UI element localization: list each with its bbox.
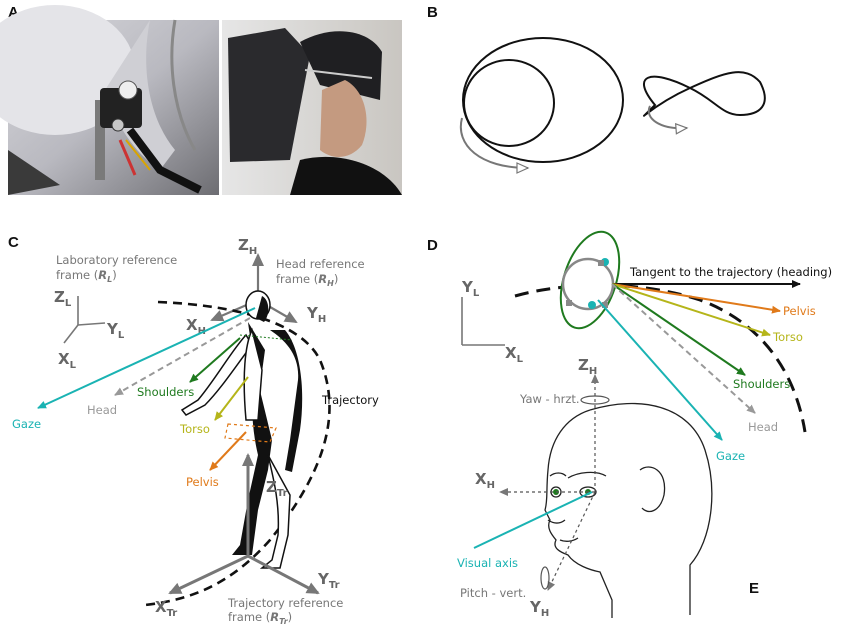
lab-frame-axes-d — [461, 297, 505, 346]
head-label-c: Head — [87, 403, 117, 417]
eight-direction-arrow — [647, 105, 689, 135]
shoulders-arrow-c — [189, 337, 241, 383]
head-arrow-d — [611, 283, 756, 414]
shoulders-label-c: Shoulders — [137, 385, 194, 399]
panel-label-b: B — [427, 4, 438, 21]
panel-label-a: A — [8, 4, 19, 21]
gaze-label-d: Gaze — [716, 449, 745, 463]
gaze-label-c: Gaze — [12, 417, 41, 431]
svg-text:frame (RH): frame (RH) — [276, 272, 338, 288]
axis-zl: ZL — [54, 288, 72, 309]
axis-yh: YH — [306, 304, 326, 325]
axis-yh-e: YH — [529, 598, 549, 619]
circle-direction-arrow — [459, 117, 530, 174]
pitch-rotation-icon — [540, 566, 550, 590]
marker-dot-2 — [598, 260, 604, 266]
gaze-arrow-d — [597, 299, 723, 441]
head-arrow-c — [114, 317, 251, 396]
svg-text:Head reference: Head reference — [276, 257, 365, 271]
photo-occlusion-goggles — [222, 20, 402, 195]
torso-arrow-c — [214, 376, 249, 421]
head-frame-label: Head reference frame (RH) — [276, 257, 365, 288]
panel-label-e: E — [749, 580, 759, 597]
trajectory-frame-axes — [168, 453, 320, 595]
lab-frame-label: Laboratory reference frame (RL) — [56, 253, 177, 284]
axis-xl-d: XL — [505, 344, 524, 365]
trajectory-figure-eight — [643, 71, 766, 117]
svg-text:frame (RL): frame (RL) — [56, 268, 117, 284]
trajectory-label: Trajectory — [321, 393, 379, 407]
marker-dot — [566, 300, 572, 306]
axis-xl: XL — [58, 350, 77, 371]
axis-ytr: YTr — [317, 570, 340, 591]
pelvis-label-d: Pelvis — [783, 304, 816, 318]
axis-yl: YL — [106, 320, 125, 341]
axis-zh-e: ZH — [578, 356, 597, 377]
pelvis-arrow-c — [209, 431, 247, 471]
pelvis-plane — [224, 423, 277, 443]
photo-eye-tracker — [0, 5, 219, 195]
axis-xh-e: XH — [475, 470, 495, 491]
shoulders-label-d: Shoulders — [733, 377, 790, 391]
visual-axis-label: Visual axis — [457, 556, 518, 570]
svg-text:Trajectory reference: Trajectory reference — [227, 596, 343, 610]
axis-ztr: ZTr — [266, 478, 288, 499]
lab-frame-axes — [63, 296, 106, 344]
axis-xh: XH — [186, 316, 206, 337]
torso-arrow-d — [611, 283, 771, 337]
yaw-label: Yaw - hrzt. — [519, 392, 580, 406]
tangent-label: Tangent to the trajectory (heading) — [629, 265, 832, 279]
axis-zh: ZH — [238, 236, 257, 257]
shoulder-line — [239, 334, 293, 341]
torso-label-c: Torso — [179, 422, 210, 436]
svg-text:frame (RTr): frame (RTr) — [228, 610, 292, 626]
panel-label-d: D — [427, 237, 438, 254]
pitch-label: Pitch - vert. — [460, 586, 526, 600]
yh-axis-e — [547, 491, 596, 591]
pelvis-label-c: Pelvis — [186, 475, 219, 489]
trajectory-frame-label: Trajectory reference frame (RTr) — [227, 596, 343, 626]
svg-text:Laboratory reference: Laboratory reference — [56, 253, 177, 267]
visual-axis-line — [473, 491, 593, 549]
head-profile-drawing — [544, 402, 713, 618]
head-label-d: Head — [748, 420, 778, 434]
yaw-rotation-icon — [580, 395, 610, 405]
pelvis-arrow-d — [611, 283, 781, 314]
walking-figure — [180, 290, 303, 569]
panel-label-c: C — [8, 234, 19, 251]
axis-xtr: XTr — [155, 598, 177, 619]
trajectory-circles — [462, 37, 624, 163]
eye-marker-2 — [588, 301, 596, 309]
shoulders-arrow-d — [611, 283, 746, 376]
marker-dot-3 — [602, 302, 608, 308]
axis-yl-d: YL — [461, 278, 480, 299]
gaze-arrow-c — [37, 307, 256, 409]
torso-label-d: Torso — [772, 330, 803, 344]
